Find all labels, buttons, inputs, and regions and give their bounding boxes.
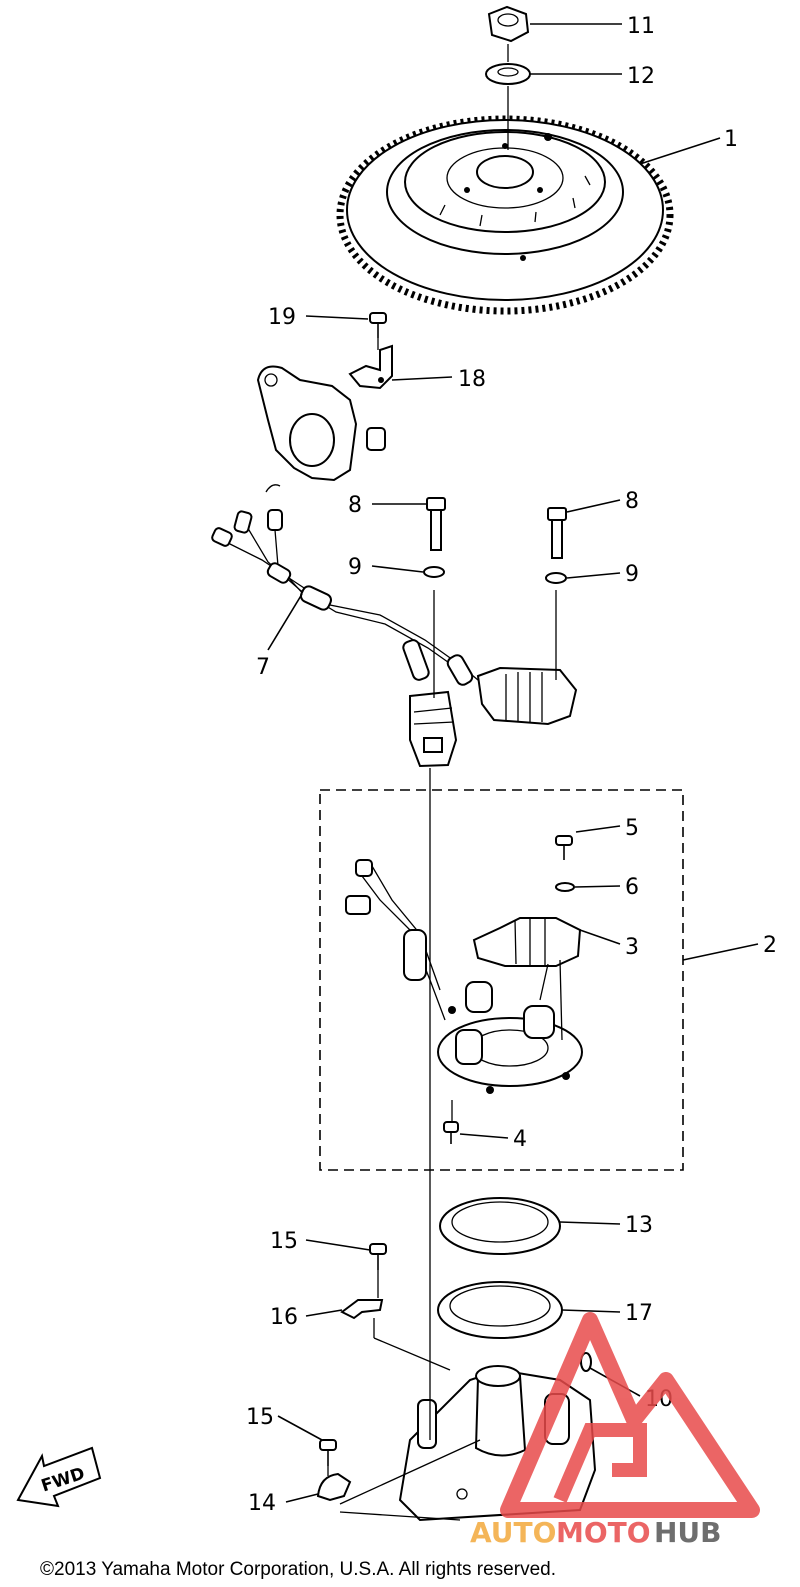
screw-part-15-lower	[319, 1439, 337, 1466]
callout-1: 1	[724, 127, 738, 152]
cam-bracket	[256, 365, 386, 493]
fwd-arrow: FWD	[16, 1446, 102, 1508]
watermark-logo: AUTO MOTO HUB	[470, 1312, 760, 1549]
callout-8-left: 8	[348, 493, 362, 518]
nut-part-11	[487, 5, 530, 43]
washer-part-6	[555, 882, 575, 892]
callout-12: 12	[627, 64, 655, 89]
washer-part-12	[485, 63, 531, 85]
callout-11: 11	[627, 14, 655, 39]
callout-5: 5	[625, 816, 639, 841]
callout-6: 6	[625, 875, 639, 900]
stator-plate	[345, 859, 583, 1094]
screw-part-4	[443, 1121, 459, 1144]
watermark-hub: HUB	[654, 1516, 722, 1549]
callout-13: 13	[625, 1213, 653, 1238]
callout-14: 14	[248, 1491, 276, 1516]
bracket-part-18	[348, 344, 393, 390]
bolt-part-8-right	[547, 507, 567, 559]
clamp-part-14	[316, 1472, 352, 1502]
screw-part-19	[369, 312, 387, 338]
callout-19: 19	[268, 305, 296, 330]
bolt-part-8-left	[426, 497, 446, 551]
screw-part-15-upper	[369, 1243, 387, 1270]
callout-3: 3	[625, 935, 639, 960]
ring-part-17	[437, 1281, 563, 1339]
callout-9-left: 9	[348, 555, 362, 580]
coil-part-3	[472, 917, 582, 967]
clip-part-16	[340, 1299, 384, 1320]
copyright-notice: ©2013 Yamaha Motor Corporation, U.S.A. A…	[40, 1559, 556, 1580]
callout-8-right: 8	[625, 489, 639, 514]
callout-16: 16	[270, 1305, 298, 1330]
callout-15-upper: 15	[270, 1229, 298, 1254]
callout-4: 4	[513, 1127, 527, 1152]
leader-lines	[267, 23, 759, 1521]
coil-harness-part-7	[211, 509, 578, 768]
callout-2: 2	[763, 933, 777, 958]
flywheel-part-1	[336, 115, 674, 315]
callout-9-right: 9	[625, 562, 639, 587]
callout-7: 7	[256, 655, 270, 680]
watermark-moto: MOTO	[556, 1516, 651, 1549]
stator-assembly-box-part-2	[319, 789, 684, 1171]
watermark-auto: AUTO	[470, 1516, 556, 1549]
callout-15-lower: 15	[246, 1405, 274, 1430]
callout-18: 18	[458, 367, 486, 392]
washer-part-9-left	[423, 566, 445, 578]
screw-part-5	[555, 835, 573, 860]
washer-part-9-right	[545, 572, 567, 584]
ring-part-13	[439, 1197, 561, 1255]
callout-17: 17	[625, 1301, 653, 1326]
